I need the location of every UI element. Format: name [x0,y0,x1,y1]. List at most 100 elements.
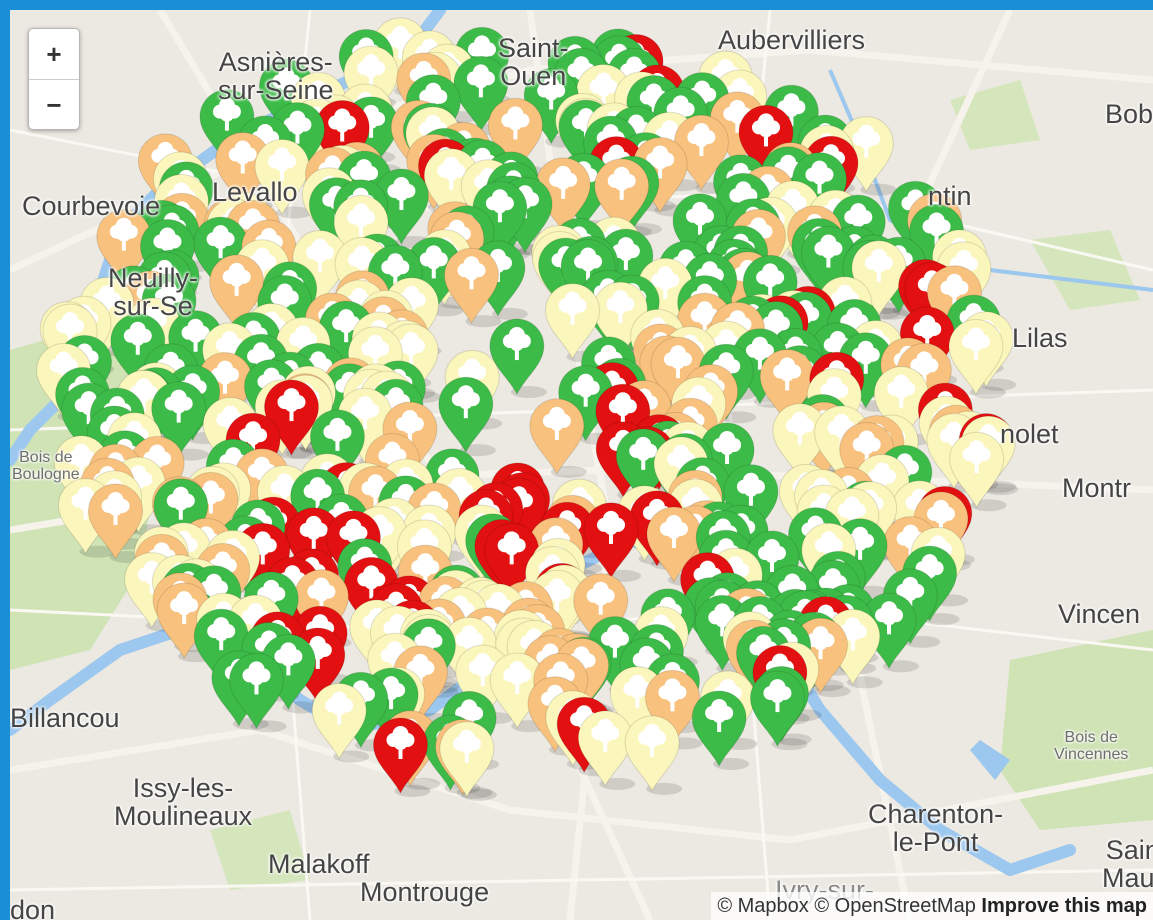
tree-marker[interactable] [215,132,271,209]
tree-marker[interactable] [742,254,798,332]
tree-marker[interactable] [800,226,856,303]
tree-marker[interactable] [861,592,917,670]
tree-marker[interactable] [382,401,438,479]
tree-marker[interactable] [573,573,629,650]
tree-marker[interactable] [691,690,747,768]
tree-marker[interactable] [791,152,847,229]
tree-marker[interactable] [672,193,728,270]
tree-marker[interactable] [292,230,348,307]
tree-marker[interactable] [489,318,545,396]
tree-marker[interactable] [343,556,399,634]
tree-marker[interactable] [228,652,284,730]
tree-marker[interactable] [558,365,614,442]
tree-marker[interactable] [311,682,367,760]
tree-icon [339,518,368,552]
tree-marker[interactable] [592,281,648,359]
tree-marker[interactable] [699,422,755,500]
tree-icon [713,431,742,465]
tree-marker[interactable] [577,710,633,788]
tree-icon [757,539,786,573]
tree-marker[interactable] [583,502,639,580]
tree-marker[interactable] [260,633,316,711]
tree-marker[interactable] [343,45,399,123]
tree-markers[interactable] [36,17,1016,798]
tree-marker[interactable] [258,58,314,136]
tree-marker[interactable] [594,158,650,235]
tree-icon [283,110,312,144]
tree-marker[interactable] [314,100,370,177]
zoom-out-button[interactable]: − [46,90,62,120]
tree-marker[interactable] [909,203,965,281]
tree-marker[interactable] [673,114,729,192]
tree-marker[interactable] [423,148,479,225]
place-label-asnieres: Asnières-sur-Seine [218,47,334,106]
tree-icon [685,201,714,235]
tree-marker[interactable] [489,652,545,730]
tree-marker[interactable] [254,139,310,216]
tree-marker[interactable] [529,398,585,476]
park-buttes [1030,230,1140,310]
improve-map-link[interactable]: Improve this map [981,895,1147,917]
tree-marker[interactable] [168,310,224,387]
tree-marker[interactable] [156,582,212,660]
tree-marker[interactable] [372,717,428,795]
tree-marker[interactable] [438,376,494,454]
tree-marker[interactable] [744,530,800,608]
tree-marker[interactable] [472,180,528,258]
tree-icon [305,238,334,272]
tree-marker[interactable] [575,64,631,141]
tree-marker[interactable] [763,84,819,162]
tree-marker[interactable] [199,89,255,166]
place-label-bagnolet: nolet [1000,419,1059,449]
mapbox-attribution-link[interactable]: © Mapbox [717,895,809,917]
tree-marker[interactable] [484,522,540,600]
tree-marker[interactable] [738,104,794,182]
tree-marker[interactable] [650,336,706,414]
tree-marker[interactable] [749,670,805,748]
tree-marker[interactable] [595,383,651,461]
tree-marker[interactable] [88,483,144,561]
tree-marker[interactable] [624,715,680,792]
tree-icon [687,123,716,157]
place-label-malakoff: Malakoff [268,849,370,879]
tree-marker[interactable] [838,332,894,409]
tree-marker[interactable] [96,209,152,286]
tree-marker[interactable] [110,313,166,390]
tree-marker[interactable] [838,116,894,193]
tree-marker[interactable] [637,257,693,335]
tree-marker[interactable] [723,464,779,541]
tree-marker[interactable] [443,247,499,325]
tree-icon [502,327,531,361]
tree-marker[interactable] [193,608,249,686]
tree-marker[interactable] [439,721,495,798]
zoom-in-button[interactable]: + [29,29,79,80]
tree-marker[interactable] [644,669,700,747]
marker-shadow [923,613,960,626]
tree-marker[interactable] [309,409,365,486]
tree-marker[interactable] [615,428,671,505]
tree-marker[interactable] [367,244,423,322]
map-view[interactable]: Asnières-sur-Seine Saint-Ouen Aubervilli… [10,10,1153,920]
tree-marker[interactable] [523,68,579,145]
tree-marker[interactable] [290,468,346,546]
tree-marker[interactable] [151,381,207,458]
tree-icon [239,421,268,455]
tree-marker[interactable] [116,369,172,447]
tree-marker[interactable] [545,283,601,360]
tree-icon [228,140,257,174]
tree-marker[interactable] [646,506,702,584]
tree-marker[interactable] [949,431,1005,509]
tree-marker[interactable] [873,366,929,443]
place-label-pantin: ntin [928,181,972,211]
tree-marker[interactable] [318,300,374,378]
tree-marker[interactable] [269,102,325,179]
tree-marker[interactable] [333,194,389,272]
tree-marker[interactable] [487,97,543,175]
tree-marker[interactable] [36,342,92,420]
tree-marker[interactable] [948,318,1004,396]
marker-shadow [465,315,502,328]
tree-icon [940,273,969,307]
osm-attribution-link[interactable]: © OpenStreetMap [814,895,976,917]
tree-marker[interactable] [759,348,815,426]
tree-marker[interactable] [373,168,429,246]
